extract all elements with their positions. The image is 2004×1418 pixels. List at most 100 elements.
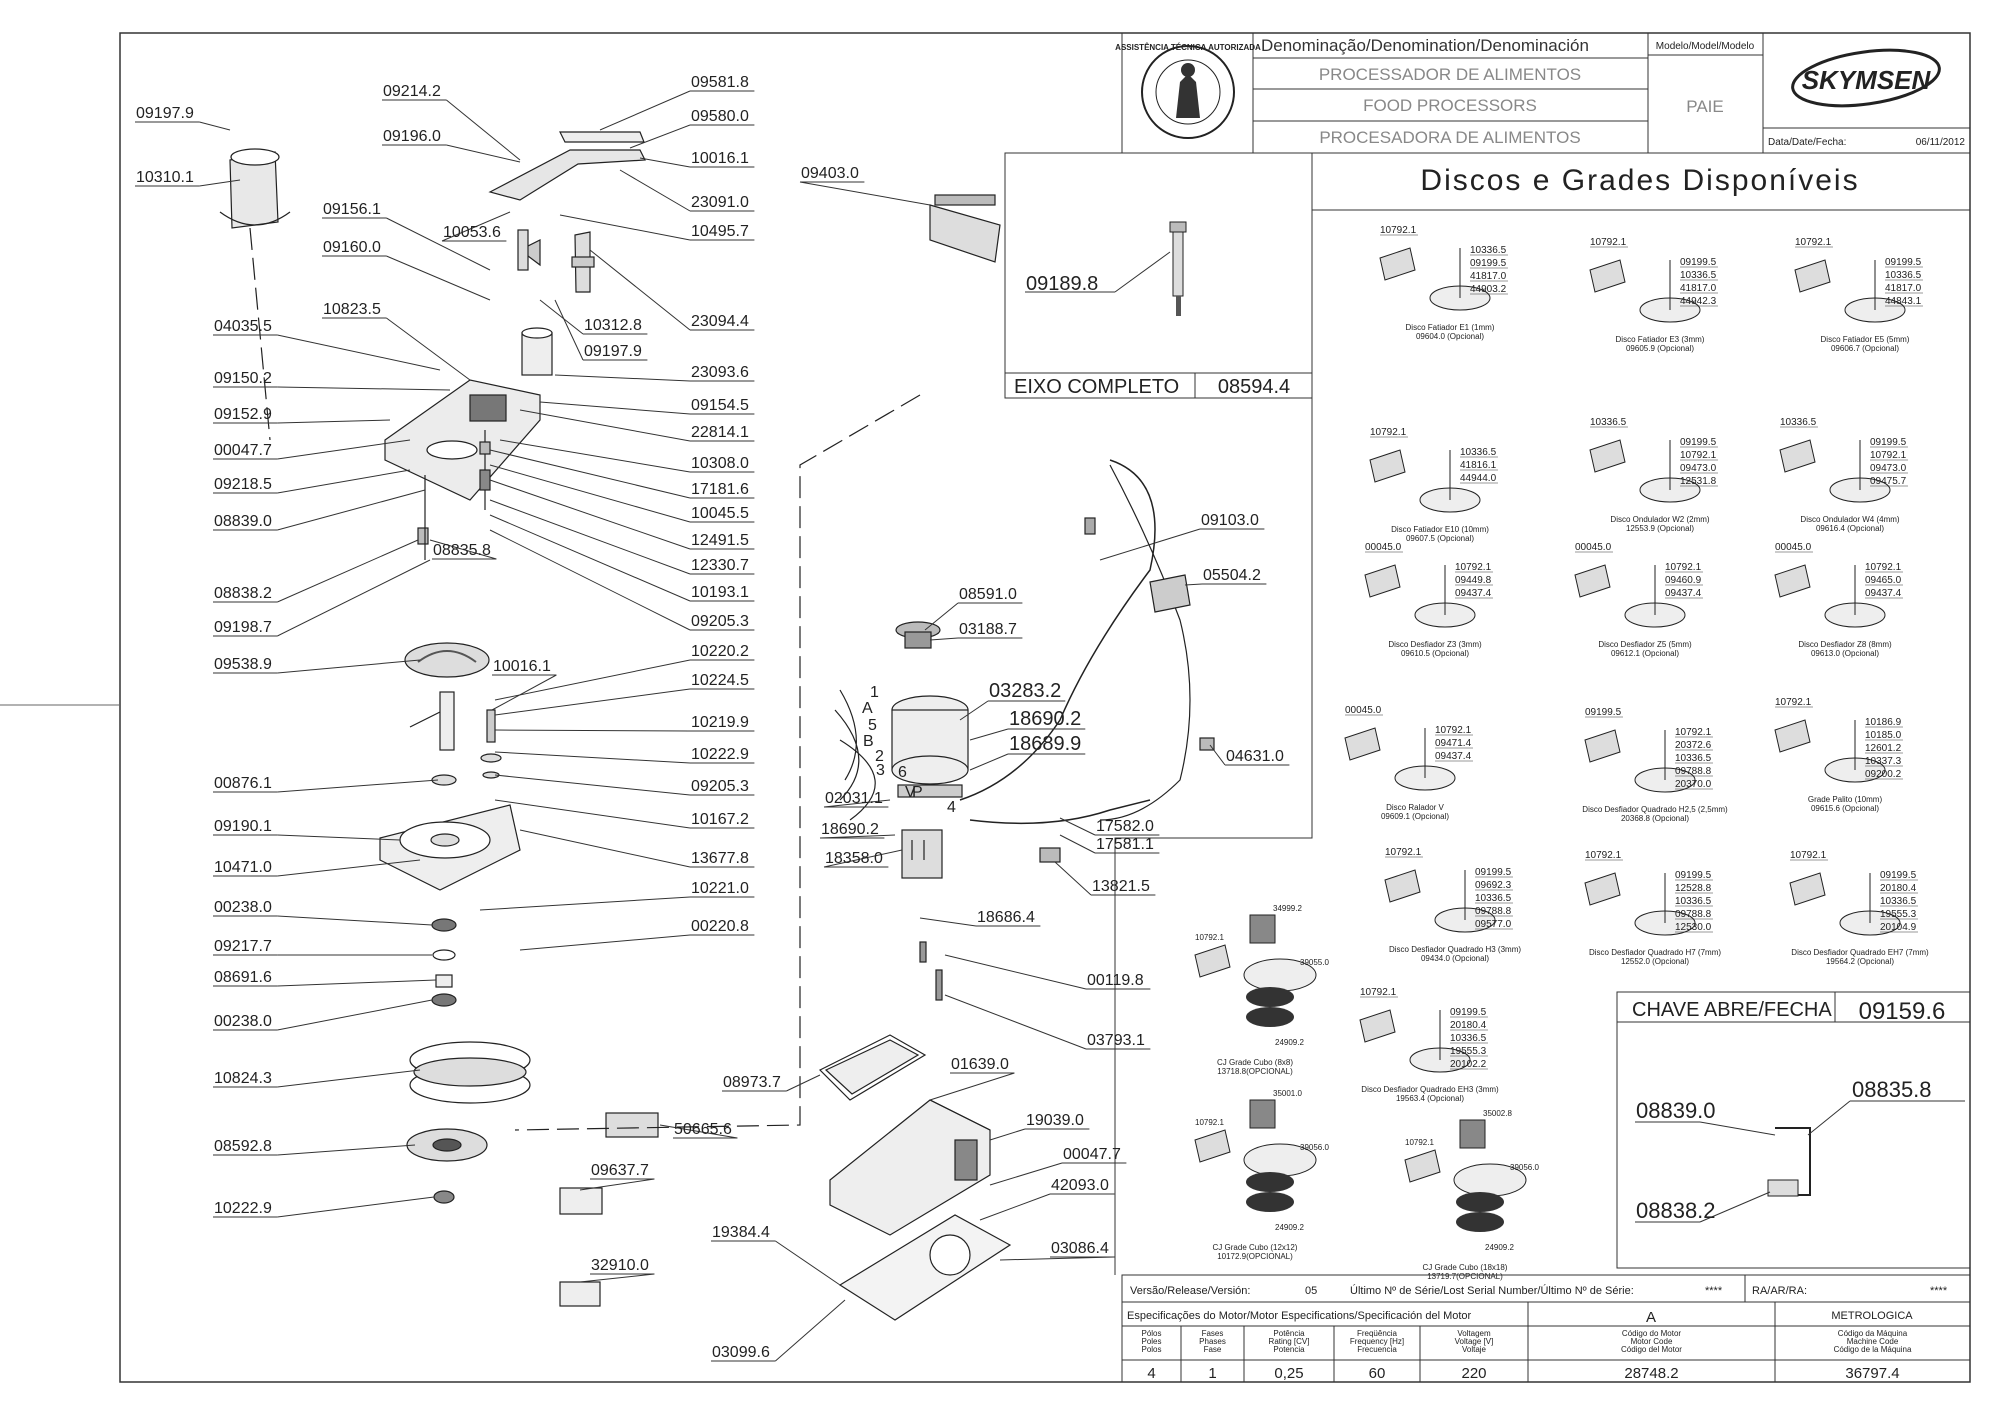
motor-part-label-0: 09403.0 bbox=[801, 165, 859, 182]
left-part-label-18: 00876.1 bbox=[214, 775, 272, 792]
right-part-label-27: 00220.8 bbox=[691, 918, 749, 935]
right-part-label-6: 23094.4 bbox=[691, 313, 749, 330]
right-part-label-12: 10308.0 bbox=[691, 455, 749, 472]
disc-13-part-4: 09788.8 bbox=[1675, 909, 1712, 920]
disc-1-title: Disco Fatiador E3 (3mm) bbox=[1616, 335, 1705, 344]
chave-label: CHAVE ABRE/FECHA bbox=[1632, 999, 1832, 1021]
base-part-label-2: 19039.0 bbox=[1026, 1112, 1084, 1129]
cube-1-part-3: 24909.2 bbox=[1275, 1223, 1304, 1232]
disc-9-part-2: 09471.4 bbox=[1435, 738, 1472, 749]
left-part-label-9: 09152.9 bbox=[214, 406, 272, 423]
disc-3-part-2: 41816.1 bbox=[1460, 460, 1497, 471]
spec-col-3-head-0: Freqüência bbox=[1357, 1329, 1398, 1338]
disc-1-part-1: 09199.5 bbox=[1680, 257, 1717, 268]
disc-4-part-3: 09473.0 bbox=[1680, 463, 1717, 474]
chave-part-0: 08839.0 bbox=[1636, 1098, 1716, 1123]
disc-10-part-5: 20370.0 bbox=[1675, 779, 1712, 790]
motor-spec-columns: PólosPolesPolos4FasesPhasesFase1Potência… bbox=[1141, 1329, 1911, 1382]
disc-4-part-4: 12531.8 bbox=[1680, 476, 1717, 487]
disc-15-code: 19563.4 (Opcional) bbox=[1396, 1094, 1464, 1103]
disc-10-part-3: 10336.5 bbox=[1675, 753, 1712, 764]
wire-label-1: A bbox=[862, 700, 873, 717]
cube-0-code: 13718.8(OPCIONAL) bbox=[1217, 1067, 1293, 1076]
disc-13-code: 12552.0 (Opcional) bbox=[1621, 957, 1689, 966]
left-part-label-6: 10823.5 bbox=[323, 301, 381, 318]
motor-part-label-5: 18689.9 bbox=[1009, 733, 1081, 755]
seal-text: ASSISTÊNCIA TÉCNICA AUTORIZADA bbox=[1115, 43, 1261, 52]
disc-7-part-1: 10792.1 bbox=[1665, 562, 1702, 573]
left-part-label-4: 09156.1 bbox=[323, 201, 381, 218]
cube-2-part-0: 10792.1 bbox=[1405, 1138, 1434, 1147]
disc-7-title: Disco Desfiador Z5 (5mm) bbox=[1598, 640, 1692, 649]
left-part-label-7: 04035.5 bbox=[214, 318, 272, 335]
left-part-label-23: 08691.6 bbox=[214, 969, 272, 986]
disc-8-title: Disco Desfiador Z8 (8mm) bbox=[1798, 640, 1892, 649]
disc-0-title: Disco Fatiador E1 (1mm) bbox=[1406, 323, 1495, 332]
disc-0-part-0: 10792.1 bbox=[1380, 225, 1417, 236]
spec-col-2-head-0: Potência bbox=[1273, 1329, 1305, 1338]
disc-12-part-2: 09692.3 bbox=[1475, 880, 1512, 891]
motor-part-label-15: 17582.0 bbox=[1096, 818, 1154, 835]
spec-col-0-head-1: Poles bbox=[1141, 1337, 1161, 1346]
disc-item-4: 10336.509199.510792.109473.012531.8Disco… bbox=[1589, 417, 1718, 533]
right-part-label-17: 10193.1 bbox=[691, 584, 749, 601]
chave-code: 09159.6 bbox=[1859, 998, 1946, 1025]
disc-1-part-2: 10336.5 bbox=[1680, 270, 1717, 281]
disc-10-part-4: 09788.8 bbox=[1675, 766, 1712, 777]
base-part-label-3: 00047.7 bbox=[1063, 1146, 1121, 1163]
spec-col-2-head-2: Potencia bbox=[1273, 1345, 1305, 1354]
wire-label-9: 4 bbox=[947, 799, 956, 816]
disc-12-part-5: 09577.0 bbox=[1475, 919, 1512, 930]
disc-8-part-1: 10792.1 bbox=[1865, 562, 1902, 573]
disc-2-title: Disco Fatiador E5 (5mm) bbox=[1821, 335, 1910, 344]
spec-col-4-head-1: Voltage [V] bbox=[1455, 1337, 1494, 1346]
disc-13-part-1: 09199.5 bbox=[1675, 870, 1712, 881]
base-part-label-8: 50665.6 bbox=[674, 1121, 732, 1138]
spec-col-1-head-1: Phases bbox=[1199, 1337, 1226, 1346]
disc-12-part-0: 10792.1 bbox=[1385, 847, 1422, 858]
spec-col-3-value: 60 bbox=[1369, 1365, 1386, 1382]
disc-8-part-0: 00045.0 bbox=[1775, 542, 1812, 553]
disc-14-part-5: 20104.9 bbox=[1880, 922, 1917, 933]
disc-0-part-2: 09199.5 bbox=[1470, 258, 1507, 269]
version-label: Versão/Release/Versión: bbox=[1130, 1285, 1250, 1297]
spec-col-5-head-2: Código del Motor bbox=[1621, 1345, 1682, 1354]
left-part-label-0: 09197.9 bbox=[136, 105, 194, 122]
left-part-label-13: 08835.8 bbox=[433, 542, 491, 559]
disc-item-1: 10792.109199.510336.541817.044942.3Disco… bbox=[1589, 237, 1718, 353]
eixo-code: 08594.4 bbox=[1218, 376, 1290, 398]
disc-9-part-3: 09437.4 bbox=[1435, 751, 1472, 762]
motor-part-label-2: 03188.7 bbox=[959, 621, 1017, 638]
cube-1-title: CJ Grade Cubo (12x12) bbox=[1213, 1243, 1298, 1252]
spec-col-2-head-1: Rating [CV] bbox=[1269, 1337, 1310, 1346]
disc-8-part-2: 09465.0 bbox=[1865, 575, 1902, 586]
left-part-label-15: 09198.7 bbox=[214, 619, 272, 636]
right-part-label-7: 10312.8 bbox=[584, 317, 642, 334]
cube-1-part-2: 39056.0 bbox=[1300, 1143, 1329, 1152]
serial-value: **** bbox=[1705, 1285, 1723, 1297]
left-part-label-19: 09190.1 bbox=[214, 818, 272, 835]
authorized-service-seal: ASSISTÊNCIA TÉCNICA AUTORIZADA bbox=[1115, 43, 1261, 139]
disc-3-part-0: 10792.1 bbox=[1370, 427, 1407, 438]
spec-col-1-value: 1 bbox=[1208, 1365, 1216, 1382]
disc-9-part-0: 00045.0 bbox=[1345, 705, 1382, 716]
right-part-label-10: 09154.5 bbox=[691, 397, 749, 414]
motor-part-label-10: 00119.8 bbox=[1087, 972, 1144, 989]
wire-label-6: 6 bbox=[898, 764, 907, 781]
wire-label-4: 2 bbox=[875, 748, 884, 765]
disc-2-part-3: 41817.0 bbox=[1885, 283, 1922, 294]
product-name-en: FOOD PROCESSORS bbox=[1363, 96, 1537, 115]
disc-item-5: 10336.509199.510792.109473.009475.7Disco… bbox=[1779, 417, 1908, 533]
date-label: Data/Date/Fecha: bbox=[1768, 137, 1846, 148]
left-part-label-25: 10824.3 bbox=[214, 1070, 272, 1087]
spec-col-1-head-0: Fases bbox=[1202, 1329, 1224, 1338]
discs-title: Discos e Grades Disponíveis bbox=[1420, 164, 1859, 197]
chave-part-2: 08838.2 bbox=[1636, 1198, 1716, 1223]
right-part-label-9: 23093.6 bbox=[691, 364, 749, 381]
disc-item-15: 10792.109199.520180.410336.519555.320102… bbox=[1359, 987, 1499, 1103]
spec-col-6-head-0: Código da Máquina bbox=[1838, 1329, 1908, 1338]
wire-label-2: 5 bbox=[868, 717, 877, 734]
